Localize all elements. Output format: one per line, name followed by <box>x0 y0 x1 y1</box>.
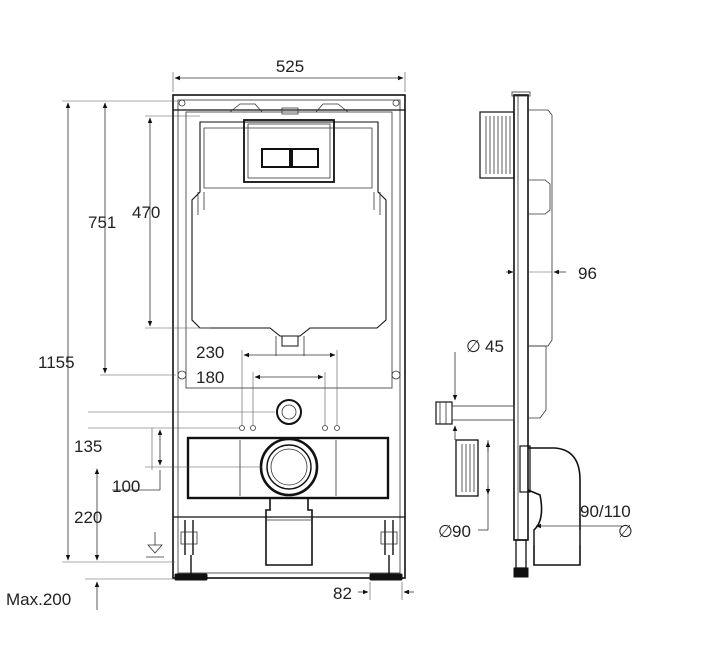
foot-left <box>174 573 208 581</box>
dim-tank-height: 470 <box>132 203 160 222</box>
front-dimensions: 525 1155 751 470 230 180 135 <box>6 57 414 610</box>
dim-frame-width: 525 <box>276 57 304 76</box>
dim-inlet-height: 135 <box>74 437 102 456</box>
dim-outlet-offset: 100 <box>112 477 140 496</box>
dim-outlet-height: 220 <box>74 508 102 527</box>
outlet-connector-side <box>455 439 479 497</box>
mount-hole <box>392 99 400 107</box>
bend-pipe-side <box>527 447 581 566</box>
cistern-tank <box>191 121 387 337</box>
inlet-pipe-side <box>435 401 515 425</box>
flush-button-left <box>261 148 291 168</box>
water-inlet <box>276 399 302 425</box>
dim-total-height: 1155 <box>38 353 75 372</box>
diameter-symbol-90: ∅ <box>438 522 453 541</box>
flush-button-right <box>291 148 319 168</box>
frame-legs <box>173 516 405 581</box>
dim-stud-inner: 180 <box>196 368 224 387</box>
floor-level-icon <box>146 532 164 558</box>
dim-outlet-diameter: 90 <box>452 522 471 541</box>
dim-depth: 96 <box>578 264 597 283</box>
flush-plate-side <box>479 111 515 179</box>
drain-outlet <box>259 437 319 497</box>
side-view <box>435 91 581 578</box>
mount-hole <box>178 99 186 107</box>
front-view <box>146 94 406 581</box>
frame-outer <box>172 94 406 579</box>
dim-max-floor: Max.200 <box>6 590 71 609</box>
dim-upper-height: 751 <box>88 213 116 232</box>
frame-inner <box>177 99 401 574</box>
mount-hole <box>391 370 401 380</box>
flush-plate <box>243 119 335 183</box>
diameter-symbol-45: ∅ <box>466 337 481 356</box>
dim-inlet-diameter: 45 <box>485 337 504 356</box>
side-dimensions: 96 ∅ 45 ∅ 90 90/110 ∅ <box>438 260 633 545</box>
drain-pipe <box>265 498 313 566</box>
diameter-symbol-bend: ∅ <box>618 522 633 541</box>
dim-bend-diameter: 90/110 <box>580 502 631 521</box>
stud-points <box>239 425 340 431</box>
foot-right <box>369 573 403 581</box>
mount-hole <box>177 370 187 380</box>
side-frame <box>513 94 529 541</box>
dim-stud-outer: 230 <box>196 343 224 362</box>
dim-foot-width: 82 <box>333 584 352 603</box>
